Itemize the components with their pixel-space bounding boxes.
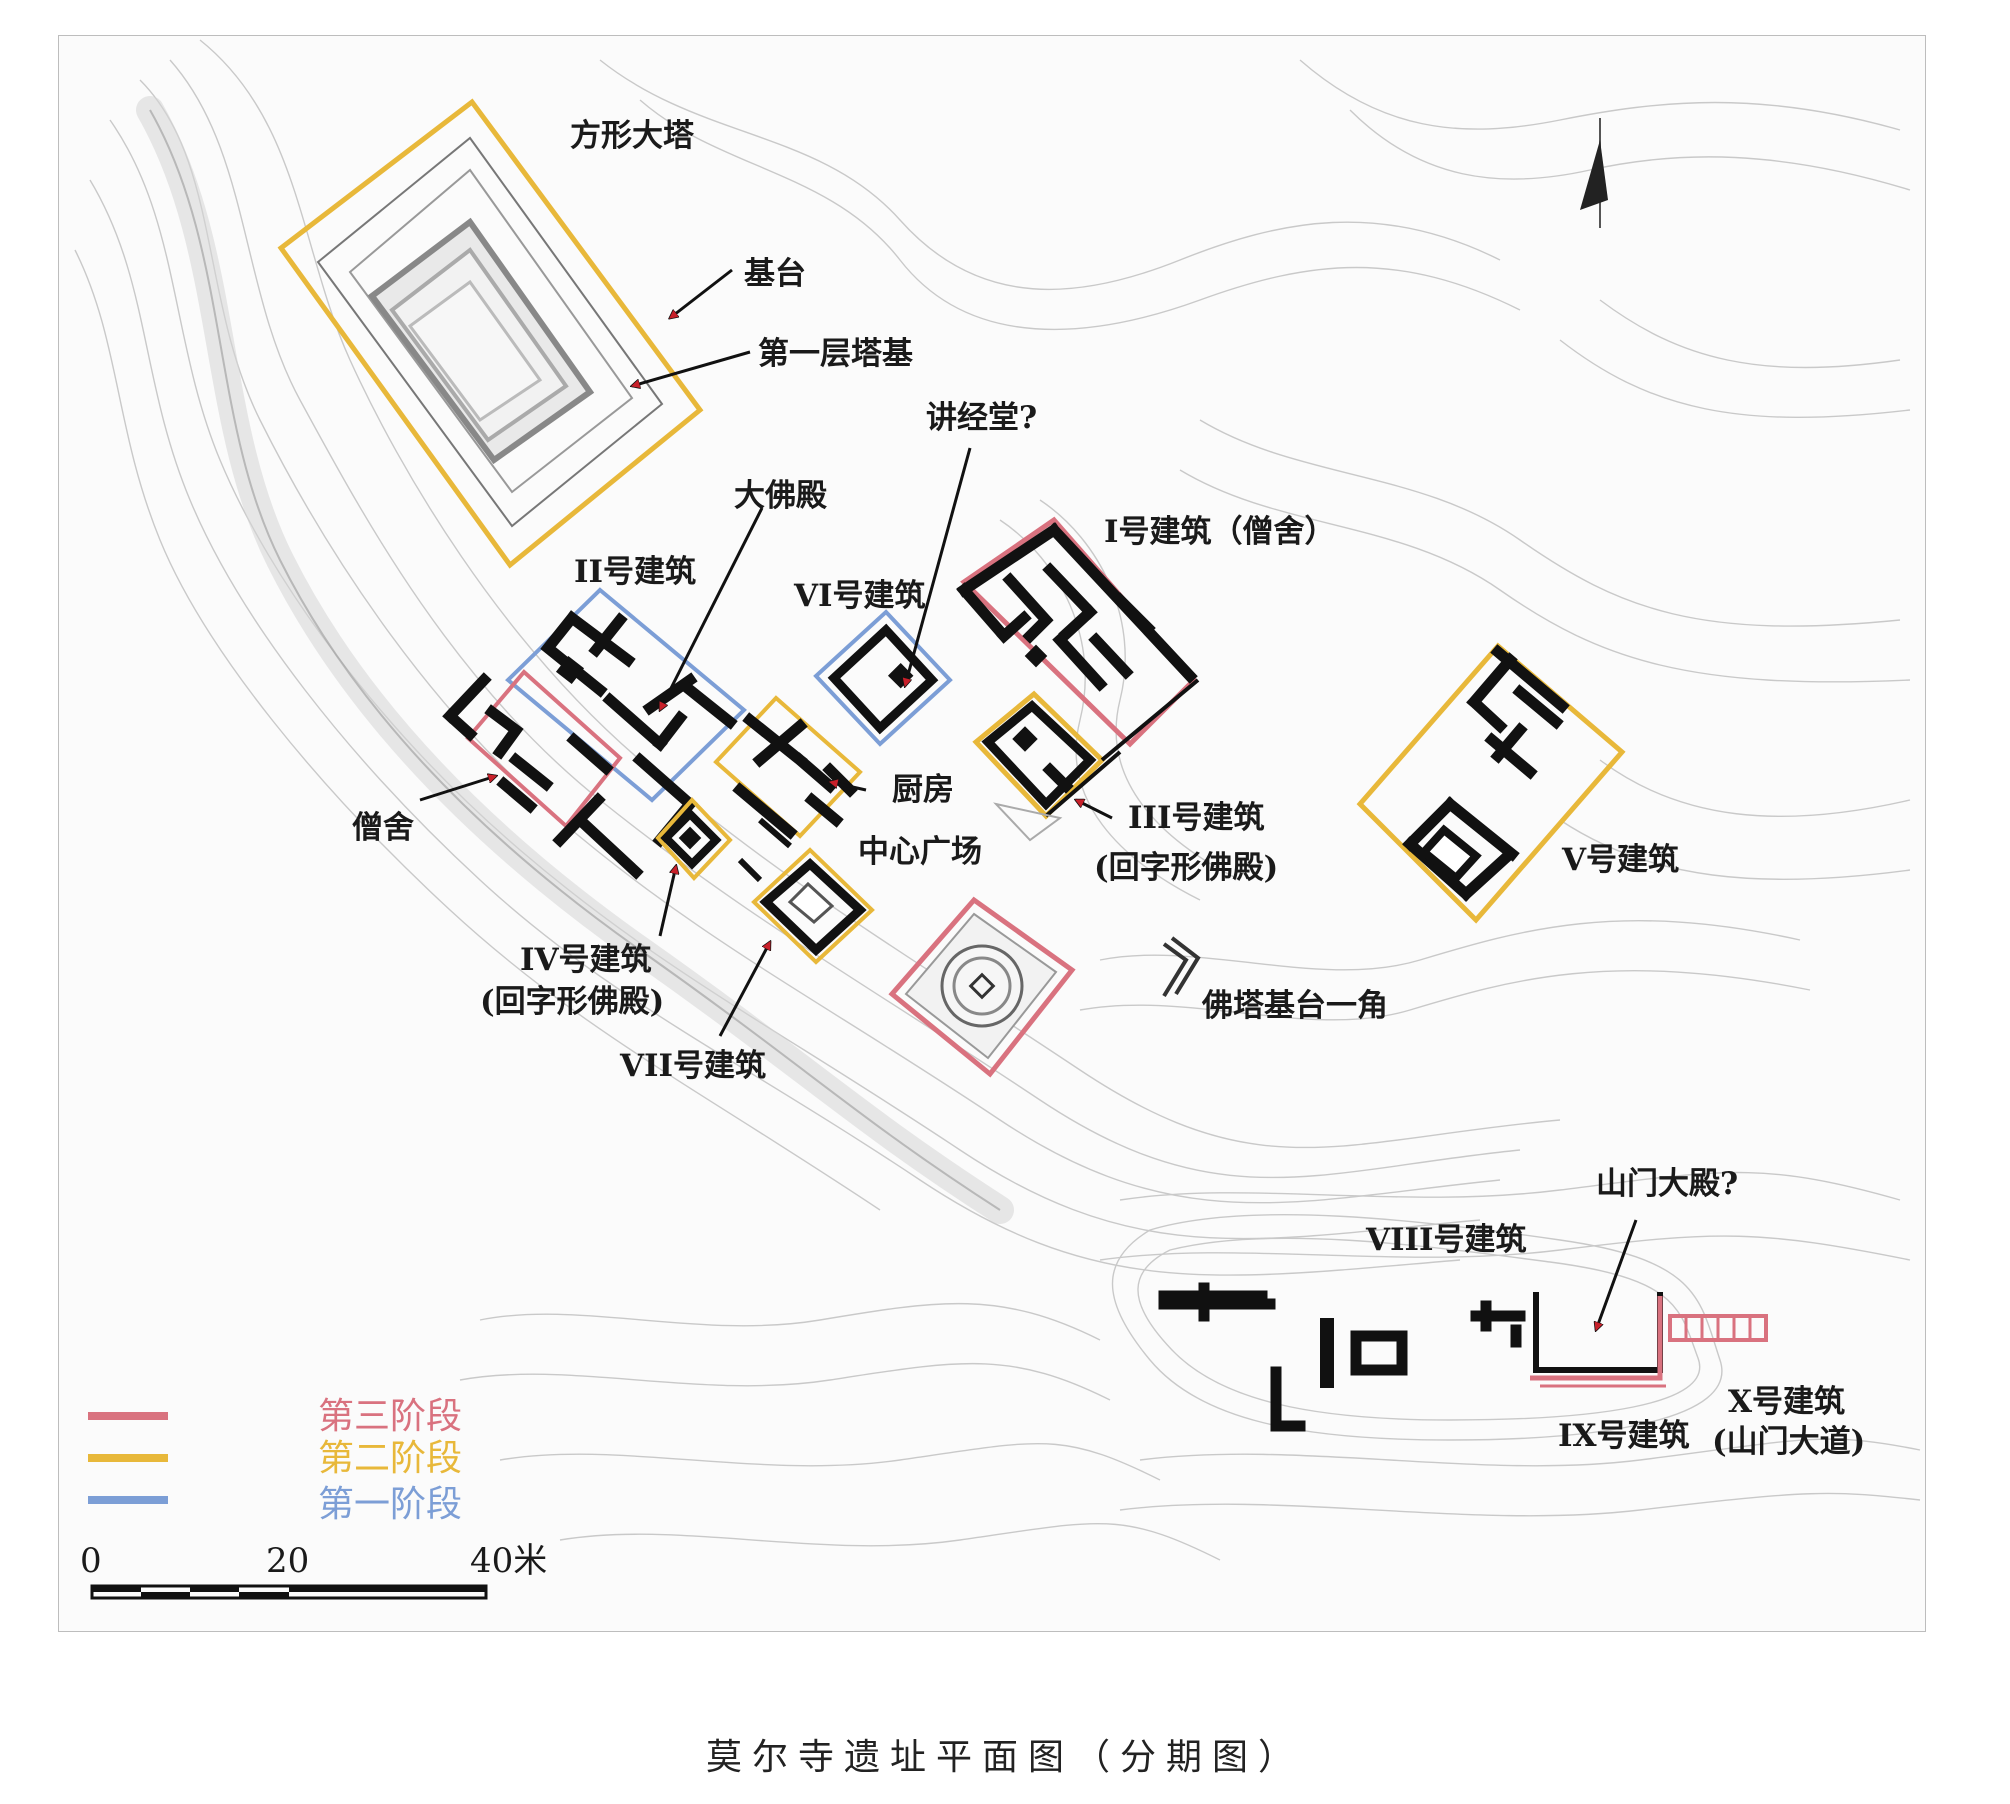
- contour-lines: [74, 39, 1921, 1561]
- building-v: [1356, 642, 1626, 924]
- label-monks-quarters: 僧舍: [352, 810, 414, 846]
- label-first-tier: 第一层塔基: [758, 336, 913, 372]
- label-building-viii: VIII号建筑: [1365, 1222, 1527, 1258]
- legend-phase-2: 第二阶段: [318, 1438, 462, 1479]
- label-kitchen: 厨房: [892, 772, 954, 808]
- label-building-iii: III号建筑: [1128, 800, 1265, 836]
- building-vi: [813, 609, 953, 747]
- label-building-iii-sub: (回字形佛殿): [1094, 850, 1278, 886]
- gate-complex: [1158, 1282, 1768, 1432]
- label-great-buddha-hall: 大佛殿: [734, 478, 827, 514]
- label-building-v: V号建筑: [1561, 842, 1679, 878]
- label-building-x: X号建筑: [1728, 1384, 1845, 1420]
- stupa-corner: [1162, 936, 1201, 998]
- legend: 第三阶段 第二阶段 第一阶段: [88, 1396, 462, 1525]
- legend-phase-1: 第一阶段: [318, 1484, 462, 1525]
- label-building-vii: VII号建筑: [619, 1048, 766, 1084]
- label-building-iv-sub: (回字形佛殿): [480, 984, 664, 1020]
- label-stupa-corner: 佛塔基台一角: [1201, 988, 1388, 1024]
- map-frame: [58, 35, 1926, 1632]
- building-vii: [751, 847, 875, 965]
- label-building-ix: IX号建筑: [1558, 1418, 1690, 1454]
- building-iii: [972, 690, 1106, 820]
- label-gate-hall: 山门大殿?: [1596, 1166, 1738, 1202]
- scale-label-20: 20: [266, 1541, 309, 1581]
- label-platform: 基台: [744, 256, 806, 292]
- scale-label-40: 40米: [470, 1541, 547, 1581]
- map-labels: 方形大塔 基台 第一层塔基 讲经堂? 大佛殿 I号建筑（僧舍） II号建筑 VI…: [352, 118, 1865, 1460]
- label-building-ii: II号建筑: [574, 554, 696, 590]
- kitchen-block: [713, 695, 863, 883]
- label-square-stupa: 方形大塔: [570, 118, 695, 154]
- building-ii: [505, 587, 747, 803]
- scale-bar: 0 20 40米: [80, 1541, 547, 1600]
- dome-stupa: [888, 896, 1076, 1078]
- pointer-arrows: [419, 268, 1638, 1330]
- label-building-vi: VI号建筑: [793, 578, 926, 614]
- label-building-iv: IV号建筑: [520, 942, 652, 978]
- label-building-i: I号建筑（僧舍）: [1104, 514, 1336, 550]
- building-iv: [655, 797, 733, 881]
- figure-caption: 莫尔寺遗址平面图（分期图）: [705, 1737, 1304, 1778]
- square-stupa: [277, 98, 704, 569]
- legend-phase-3: 第三阶段: [318, 1396, 462, 1437]
- scale-label-0: 0: [80, 1541, 102, 1581]
- north-arrow-icon: [1580, 118, 1608, 228]
- label-central-plaza: 中心广场: [858, 834, 982, 870]
- label-lecture-hall: 讲经堂?: [926, 400, 1037, 436]
- building-i: [956, 516, 1198, 748]
- label-building-x-sub: (山门大道): [1712, 1424, 1865, 1460]
